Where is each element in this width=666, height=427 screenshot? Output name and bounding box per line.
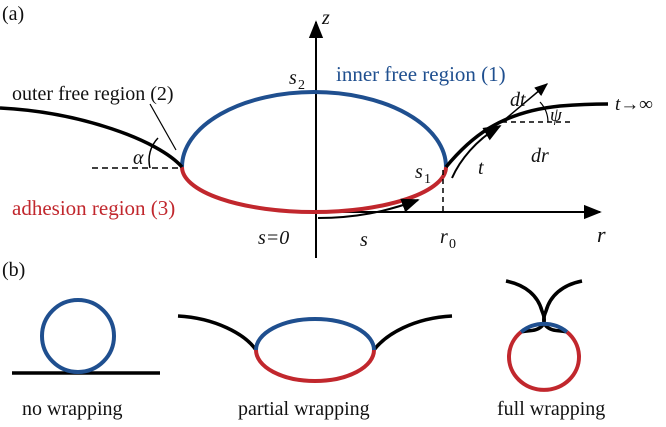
dr-label: dr bbox=[531, 145, 549, 167]
dt-label: dt bbox=[510, 89, 526, 111]
s-arrow bbox=[317, 198, 420, 219]
t-infinity-label: t→∞ bbox=[615, 94, 653, 115]
partial-outer-right bbox=[372, 314, 453, 352]
t-label: t bbox=[478, 157, 484, 179]
s-label: s bbox=[360, 229, 368, 251]
inner-region-label: inner free region (1) bbox=[336, 62, 506, 86]
no-wrapping-sketch bbox=[12, 298, 160, 375]
outer-membrane-left bbox=[0, 106, 184, 169]
outer-region-label: outer free region (2) bbox=[12, 83, 174, 105]
psi-label: ψ bbox=[550, 105, 563, 126]
svg-text:r: r bbox=[440, 226, 448, 248]
full-neck-right bbox=[542, 279, 583, 334]
partial-inner-arc bbox=[254, 317, 376, 351]
outer-membrane-right bbox=[444, 102, 609, 169]
svg-text:0: 0 bbox=[449, 237, 456, 252]
free-vesicle bbox=[40, 298, 116, 374]
partial-wrapping-caption: partial wrapping bbox=[238, 398, 370, 420]
t-arrow bbox=[451, 125, 502, 179]
outer-region-leader bbox=[149, 103, 177, 151]
dt-arrow bbox=[502, 83, 549, 122]
inner-free-region-arc bbox=[180, 90, 448, 168]
s1-label: s 1 bbox=[415, 161, 431, 187]
panel-a-label: (a) bbox=[2, 3, 24, 25]
no-wrapping-caption: no wrapping bbox=[22, 398, 123, 420]
s-zero-label: s=0 bbox=[258, 227, 289, 249]
partial-wrapping-sketch bbox=[177, 314, 453, 383]
svg-text:2: 2 bbox=[298, 78, 305, 93]
r0-label: r 0 bbox=[440, 226, 456, 252]
s2-label: s 2 bbox=[289, 67, 305, 93]
r-axis-label: r bbox=[597, 222, 606, 247]
full-wrapping-sketch bbox=[505, 279, 583, 392]
partial-adhesion-arc bbox=[254, 349, 376, 383]
full-inner-arc bbox=[519, 321, 569, 334]
full-adhesion-arc bbox=[507, 330, 581, 392]
svg-text:1: 1 bbox=[424, 172, 431, 187]
adhesion-region-arc bbox=[180, 166, 448, 214]
psi-arc bbox=[539, 101, 549, 123]
svg-text:s: s bbox=[289, 67, 297, 89]
adhesion-region-label: adhesion region (3) bbox=[12, 196, 175, 220]
alpha-arc bbox=[148, 137, 159, 169]
full-wrapping-caption: full wrapping bbox=[497, 398, 605, 420]
partial-outer-left bbox=[177, 314, 258, 352]
panel-b-label: (b) bbox=[2, 259, 25, 281]
svg-text:s: s bbox=[415, 161, 423, 183]
alpha-label: α bbox=[133, 147, 144, 169]
z-axis-label: z bbox=[321, 7, 330, 29]
